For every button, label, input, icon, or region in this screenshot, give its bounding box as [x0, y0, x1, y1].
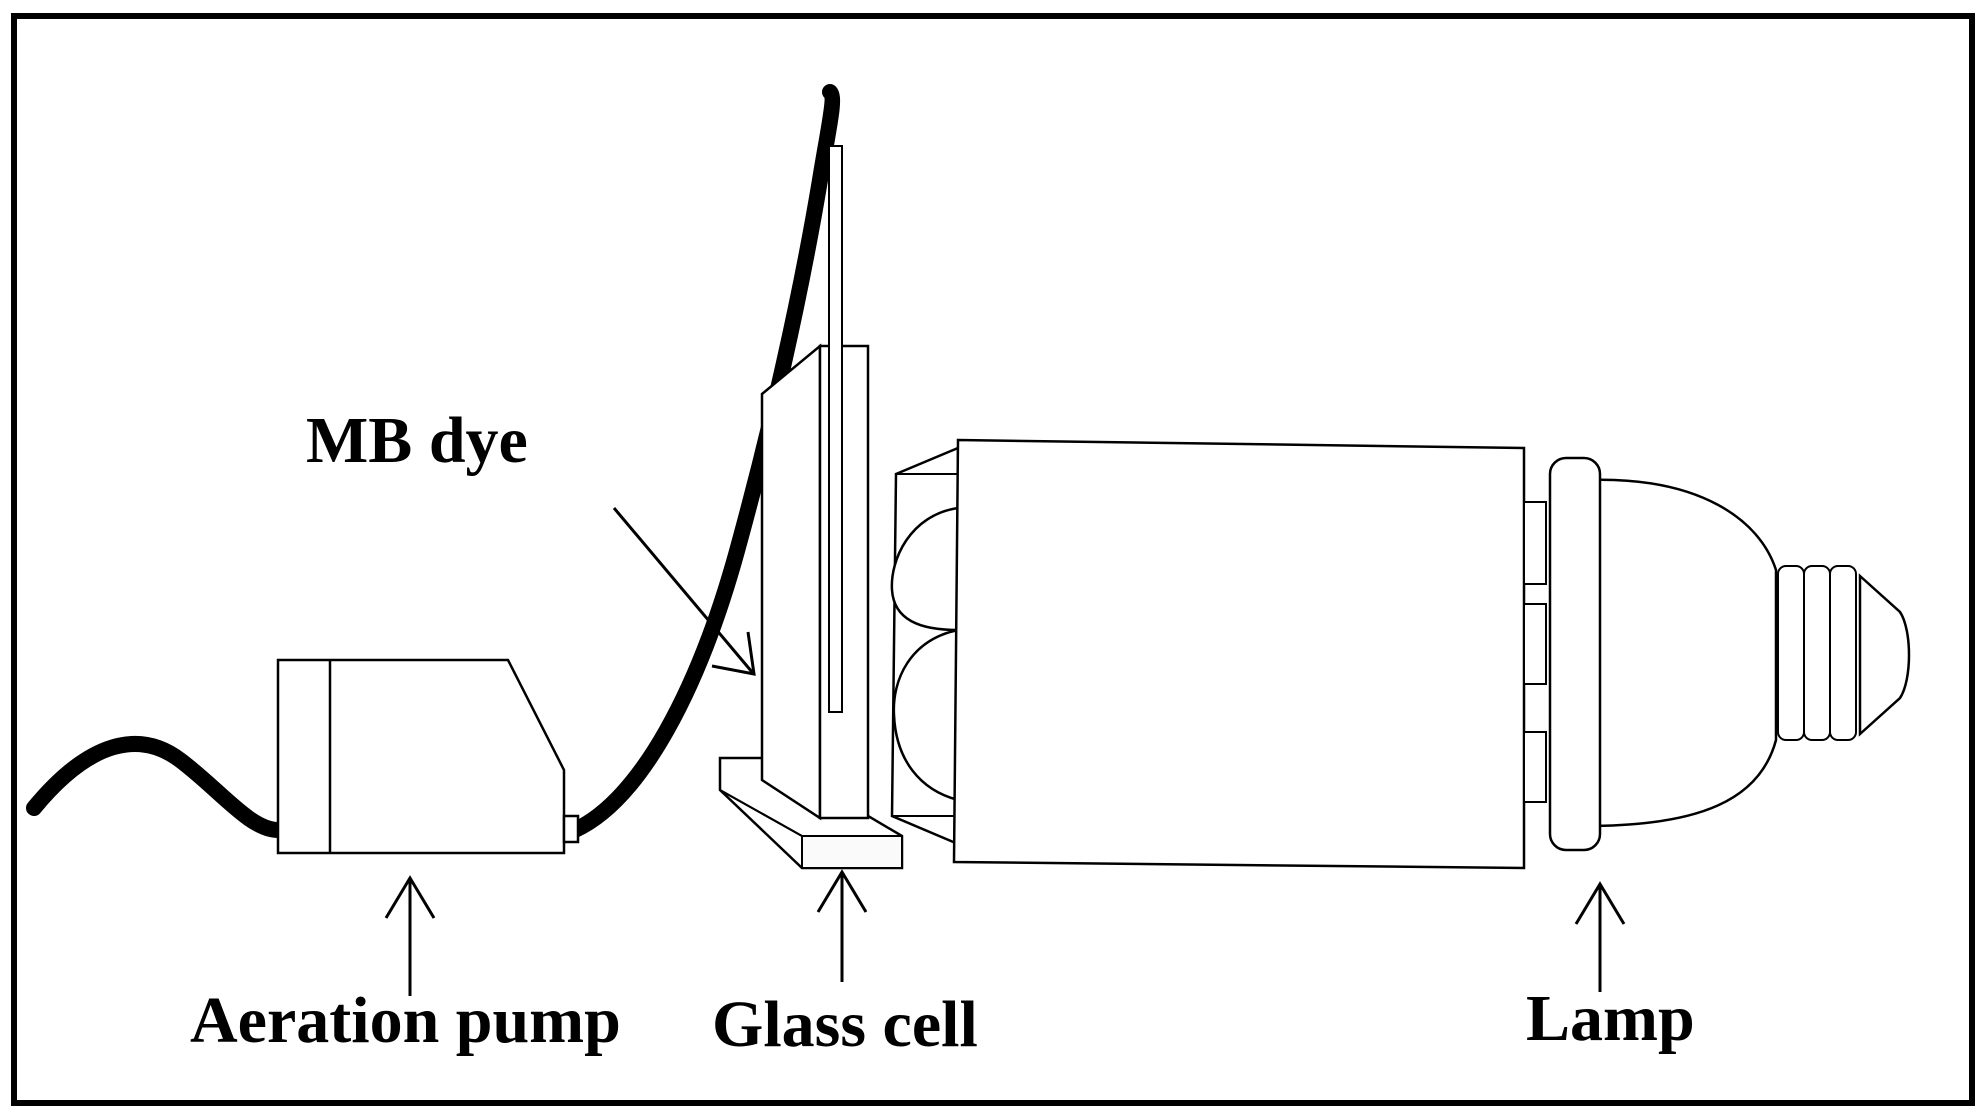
- glass-cell: [718, 145, 904, 870]
- lamp-body: [952, 438, 1526, 870]
- lamp-connector-top: [1523, 501, 1547, 585]
- lamp-arrow: [1574, 881, 1626, 992]
- aeration-pump-label: Aeration pump: [190, 984, 621, 1057]
- aeration-pump-arrow: [384, 875, 436, 996]
- bulb-screw-thread-1: [1777, 565, 1805, 741]
- pump-body: [276, 658, 566, 855]
- lens-lower: [892, 628, 959, 802]
- lamp-connector-bottom: [1523, 731, 1547, 803]
- cell-base-front: [801, 835, 903, 869]
- lamp-label: Lamp: [1526, 982, 1695, 1055]
- lens-upper: [890, 506, 959, 632]
- mb-dye-arrow: [612, 507, 756, 676]
- lamp-bulb: [1548, 456, 1911, 852]
- cell-front-face: [818, 344, 870, 820]
- pump-outlet-nozzle: [562, 814, 580, 844]
- pump-power-cord: [26, 735, 286, 838]
- bulb-collar: [1548, 456, 1602, 852]
- bulb-glass: [1584, 478, 1778, 828]
- lamp-connector-mid: [1523, 603, 1547, 685]
- bulb-screw-thread-2: [1803, 565, 1831, 741]
- glass-cell-arrow: [816, 869, 868, 982]
- mb-dye-label: MB dye: [306, 404, 528, 477]
- bulb-screw-thread-3: [1829, 565, 1857, 741]
- glass-cell-label: Glass cell: [712, 988, 978, 1061]
- lamp-housing: [890, 438, 1547, 870]
- aeration-pump: [276, 658, 580, 855]
- bulb-tip: [1858, 573, 1911, 737]
- cell-side-face: [760, 343, 822, 821]
- air-pipe: [828, 145, 843, 713]
